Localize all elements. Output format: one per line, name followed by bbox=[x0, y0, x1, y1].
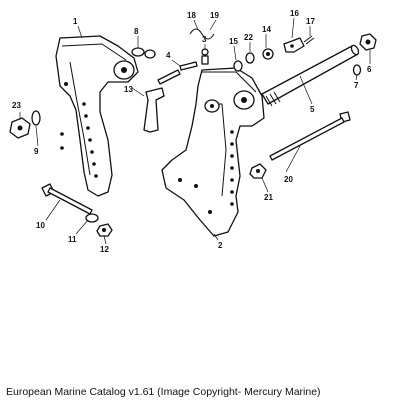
callout-1: 1 bbox=[73, 17, 78, 26]
bushing-22 bbox=[245, 52, 255, 64]
callout-labels: 1 2 3 4 5 6 7 8 9 10 11 12 13 14 15 16 1… bbox=[12, 9, 372, 254]
callout-8: 8 bbox=[134, 27, 139, 36]
callout-16: 16 bbox=[290, 9, 299, 18]
callout-17: 17 bbox=[306, 17, 315, 26]
pin-4 bbox=[179, 61, 198, 71]
callout-9: 9 bbox=[34, 147, 39, 156]
bolt-20 bbox=[269, 111, 351, 161]
clip-16 bbox=[283, 37, 305, 53]
washer-7 bbox=[352, 64, 362, 76]
bushing-8 bbox=[131, 47, 156, 59]
callout-4: 4 bbox=[166, 51, 171, 60]
clamp-bracket-left bbox=[55, 35, 139, 197]
bolt-10 bbox=[41, 183, 93, 215]
nut-23 bbox=[9, 117, 31, 139]
washer-9 bbox=[31, 110, 41, 126]
washer-15 bbox=[233, 60, 243, 72]
callout-20: 20 bbox=[284, 175, 293, 184]
nut-12 bbox=[96, 223, 113, 237]
callout-5: 5 bbox=[310, 105, 315, 114]
callout-7: 7 bbox=[354, 81, 359, 90]
callout-10: 10 bbox=[36, 221, 45, 230]
nut-14 bbox=[262, 48, 274, 60]
callout-2: 2 bbox=[218, 241, 223, 250]
clamp-bracket-right bbox=[161, 67, 265, 237]
callout-12: 12 bbox=[100, 245, 109, 254]
tilt-tube bbox=[261, 44, 360, 107]
nut-21 bbox=[249, 163, 267, 179]
callout-6: 6 bbox=[367, 65, 372, 74]
pin-17 bbox=[303, 35, 315, 45]
tilt-lock-lever bbox=[143, 69, 181, 133]
callout-3: 3 bbox=[202, 35, 207, 44]
callout-22: 22 bbox=[244, 33, 253, 42]
callout-13: 13 bbox=[124, 85, 133, 94]
fitting-3 bbox=[201, 48, 209, 65]
callout-11: 11 bbox=[68, 235, 77, 244]
exploded-parts-diagram: 1 2 3 4 5 6 7 8 9 10 11 12 13 14 15 16 1… bbox=[9, 9, 377, 254]
tube-nut bbox=[359, 33, 377, 51]
callout-23: 23 bbox=[12, 101, 21, 110]
washer-11 bbox=[85, 213, 99, 223]
callout-15: 15 bbox=[229, 37, 238, 46]
callout-14: 14 bbox=[262, 25, 271, 34]
callout-21: 21 bbox=[264, 193, 273, 202]
leader-lines bbox=[19, 17, 371, 245]
spring-18-19 bbox=[189, 28, 215, 40]
callout-18: 18 bbox=[187, 11, 196, 20]
callout-19: 19 bbox=[210, 11, 219, 20]
image-caption: European Marine Catalog v1.61 (Image Cop… bbox=[6, 386, 321, 398]
